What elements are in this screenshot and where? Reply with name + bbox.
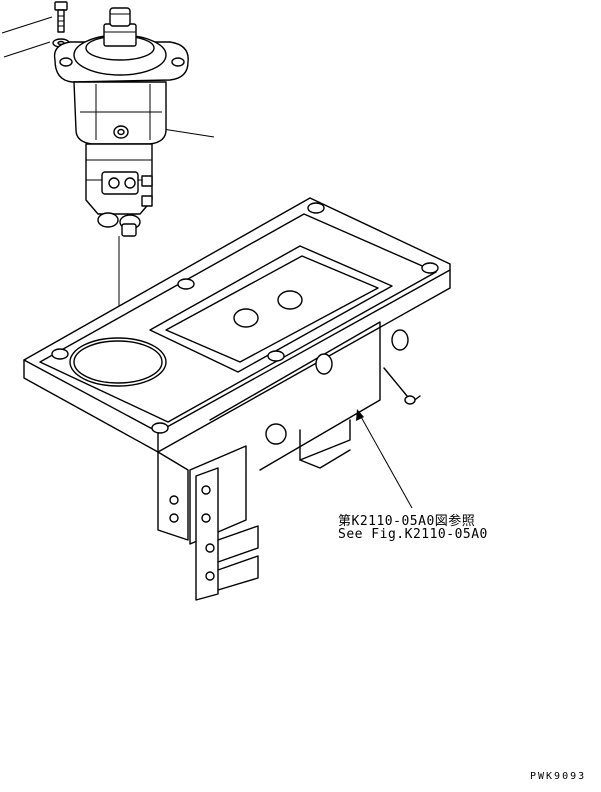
bracket (157, 445, 259, 601)
base-plate (23, 197, 451, 471)
reference-label-jp: 第K2110-05A0図参照 (338, 514, 476, 529)
drawing-code: PWK9093 (530, 771, 587, 782)
pilot-valve-assembly (53, 7, 189, 237)
bolt (54, 1, 68, 33)
reference-label-en: See Fig.K2110-05A0 (338, 527, 488, 542)
